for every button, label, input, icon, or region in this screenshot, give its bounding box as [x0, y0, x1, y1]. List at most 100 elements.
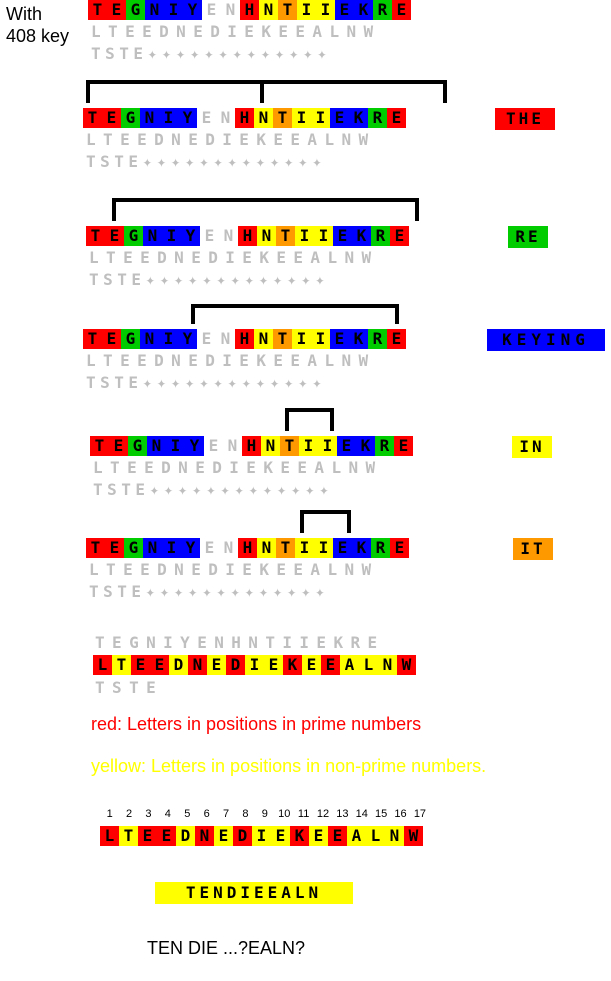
cipher-letter: D: [226, 655, 245, 675]
cipher-letter: D: [169, 655, 188, 675]
cipher-letter: E: [387, 108, 406, 128]
cipher-row-2: LTEEDNEDIEKEEALNW: [86, 351, 376, 370]
cipher-row-3: TSTE✦✦✦✦✦✦✦✦✦✦✦✦✦: [86, 152, 327, 171]
cipher-letter: E: [208, 436, 219, 455]
cipher-letter: T: [119, 826, 138, 846]
bracket-marker: [86, 80, 447, 103]
cipher-letter: I: [162, 538, 181, 558]
cipher-letter: K: [356, 436, 375, 456]
cipher-letter: G: [121, 108, 140, 128]
decoded-word: IN: [512, 436, 552, 458]
cipher-letter: T: [276, 226, 295, 246]
cipher-letter: K: [354, 0, 373, 20]
cipher-letter: T: [273, 108, 292, 128]
cipher-letter: I: [311, 329, 330, 349]
cipher-letter: E: [392, 0, 411, 20]
cipher-letter: N: [223, 538, 234, 557]
cipher-letter: N: [143, 226, 162, 246]
cipher-letter: E: [214, 826, 233, 846]
cipher-letter: H: [235, 329, 254, 349]
cipher-letter: I: [159, 329, 178, 349]
cipher-row-3: TSTE✦✦✦✦✦✦✦✦✦✦✦✦✦: [89, 582, 330, 601]
cipher-letter: Y: [185, 436, 204, 456]
cipher-row-3: TSTE✦✦✦✦✦✦✦✦✦✦✦✦✦: [93, 480, 334, 499]
cipher-letter: W: [397, 655, 416, 675]
cipher-letter: D: [233, 826, 252, 846]
section2-top-row: TEGNIYENHNTIIEKRE: [95, 633, 385, 652]
cipher-letter: E: [206, 0, 217, 19]
cipher-letter: E: [330, 108, 349, 128]
cipher-letter: H: [238, 226, 257, 246]
cipher-letter: E: [107, 0, 126, 20]
decoded-word: IT: [513, 538, 553, 560]
cipher-letter: R: [371, 226, 390, 246]
legend-red: red: Letters in positions in prime numbe…: [91, 714, 422, 734]
cipher-letter: W: [404, 826, 423, 846]
cipher-letter: E: [105, 538, 124, 558]
cipher-letter: T: [88, 0, 107, 20]
cipher-letter: N: [195, 826, 214, 846]
cipher-letter: E: [264, 655, 283, 675]
cipher-letter: E: [333, 538, 352, 558]
position-number: 10: [278, 808, 291, 820]
cipher-row-2: LTEEDNEDIEKEEALNW: [91, 22, 381, 41]
cipher-letter: I: [292, 329, 311, 349]
cipher-letter: Y: [178, 329, 197, 349]
cipher-row-3: TSTE✦✦✦✦✦✦✦✦✦✦✦✦✦: [91, 44, 332, 63]
cipher-letter: R: [371, 538, 390, 558]
bracket-marker: [112, 198, 419, 221]
cipher-letter: R: [373, 0, 392, 20]
cipher-letter: E: [138, 826, 157, 846]
decoded-word: KEYING: [487, 329, 605, 351]
cipher-row-3: TSTE✦✦✦✦✦✦✦✦✦✦✦✦✦: [89, 270, 330, 289]
cipher-letter: R: [368, 108, 387, 128]
cipher-letter: N: [261, 436, 280, 456]
position-number: 13: [336, 808, 349, 820]
position-number: 5: [184, 808, 191, 820]
cipher-letter: I: [166, 436, 185, 456]
cipher-letter: I: [164, 0, 183, 20]
header-line-2: 408 key: [6, 26, 70, 46]
cipher-letter: N: [140, 329, 159, 349]
cipher-letter: Y: [183, 0, 202, 20]
cipher-letter: D: [176, 826, 195, 846]
cipher-letter: T: [278, 0, 297, 20]
position-number: 1: [106, 808, 113, 820]
cipher-letter: I: [252, 826, 271, 846]
cipher-letter: I: [314, 226, 333, 246]
cipher-letter: I: [295, 538, 314, 558]
cipher-row-3: TSTE✦✦✦✦✦✦✦✦✦✦✦✦✦: [86, 373, 327, 392]
cipher-letter: H: [240, 0, 259, 20]
cipher-letter: I: [162, 226, 181, 246]
cipher-letter: E: [394, 436, 413, 456]
cipher-letter: I: [297, 0, 316, 20]
cipher-letter: T: [273, 329, 292, 349]
legend-yellow: yellow: Letters in positions in non-prim…: [91, 756, 487, 776]
cipher-letter: H: [235, 108, 254, 128]
cipher-letter: T: [83, 329, 102, 349]
cipher-letter: E: [105, 226, 124, 246]
cipher-letter: H: [242, 436, 261, 456]
cipher-letter: N: [225, 0, 236, 19]
cipher-letter: L: [93, 655, 112, 675]
cipher-letter: N: [220, 108, 231, 127]
header-line-1: With: [6, 4, 42, 24]
cipher-letter: E: [131, 655, 150, 675]
cipher-letter: Y: [181, 226, 200, 246]
cipher-letter: E: [157, 826, 176, 846]
cipher-letter: E: [102, 108, 121, 128]
cipher-letter: E: [335, 0, 354, 20]
cipher-letter: N: [227, 436, 238, 455]
cipher-letter: T: [112, 655, 131, 675]
cipher-letter: K: [352, 538, 371, 558]
position-number: 11: [297, 808, 310, 820]
cipher-letter: E: [387, 329, 406, 349]
cipher-letter: E: [207, 655, 226, 675]
position-number: 9: [261, 808, 268, 820]
